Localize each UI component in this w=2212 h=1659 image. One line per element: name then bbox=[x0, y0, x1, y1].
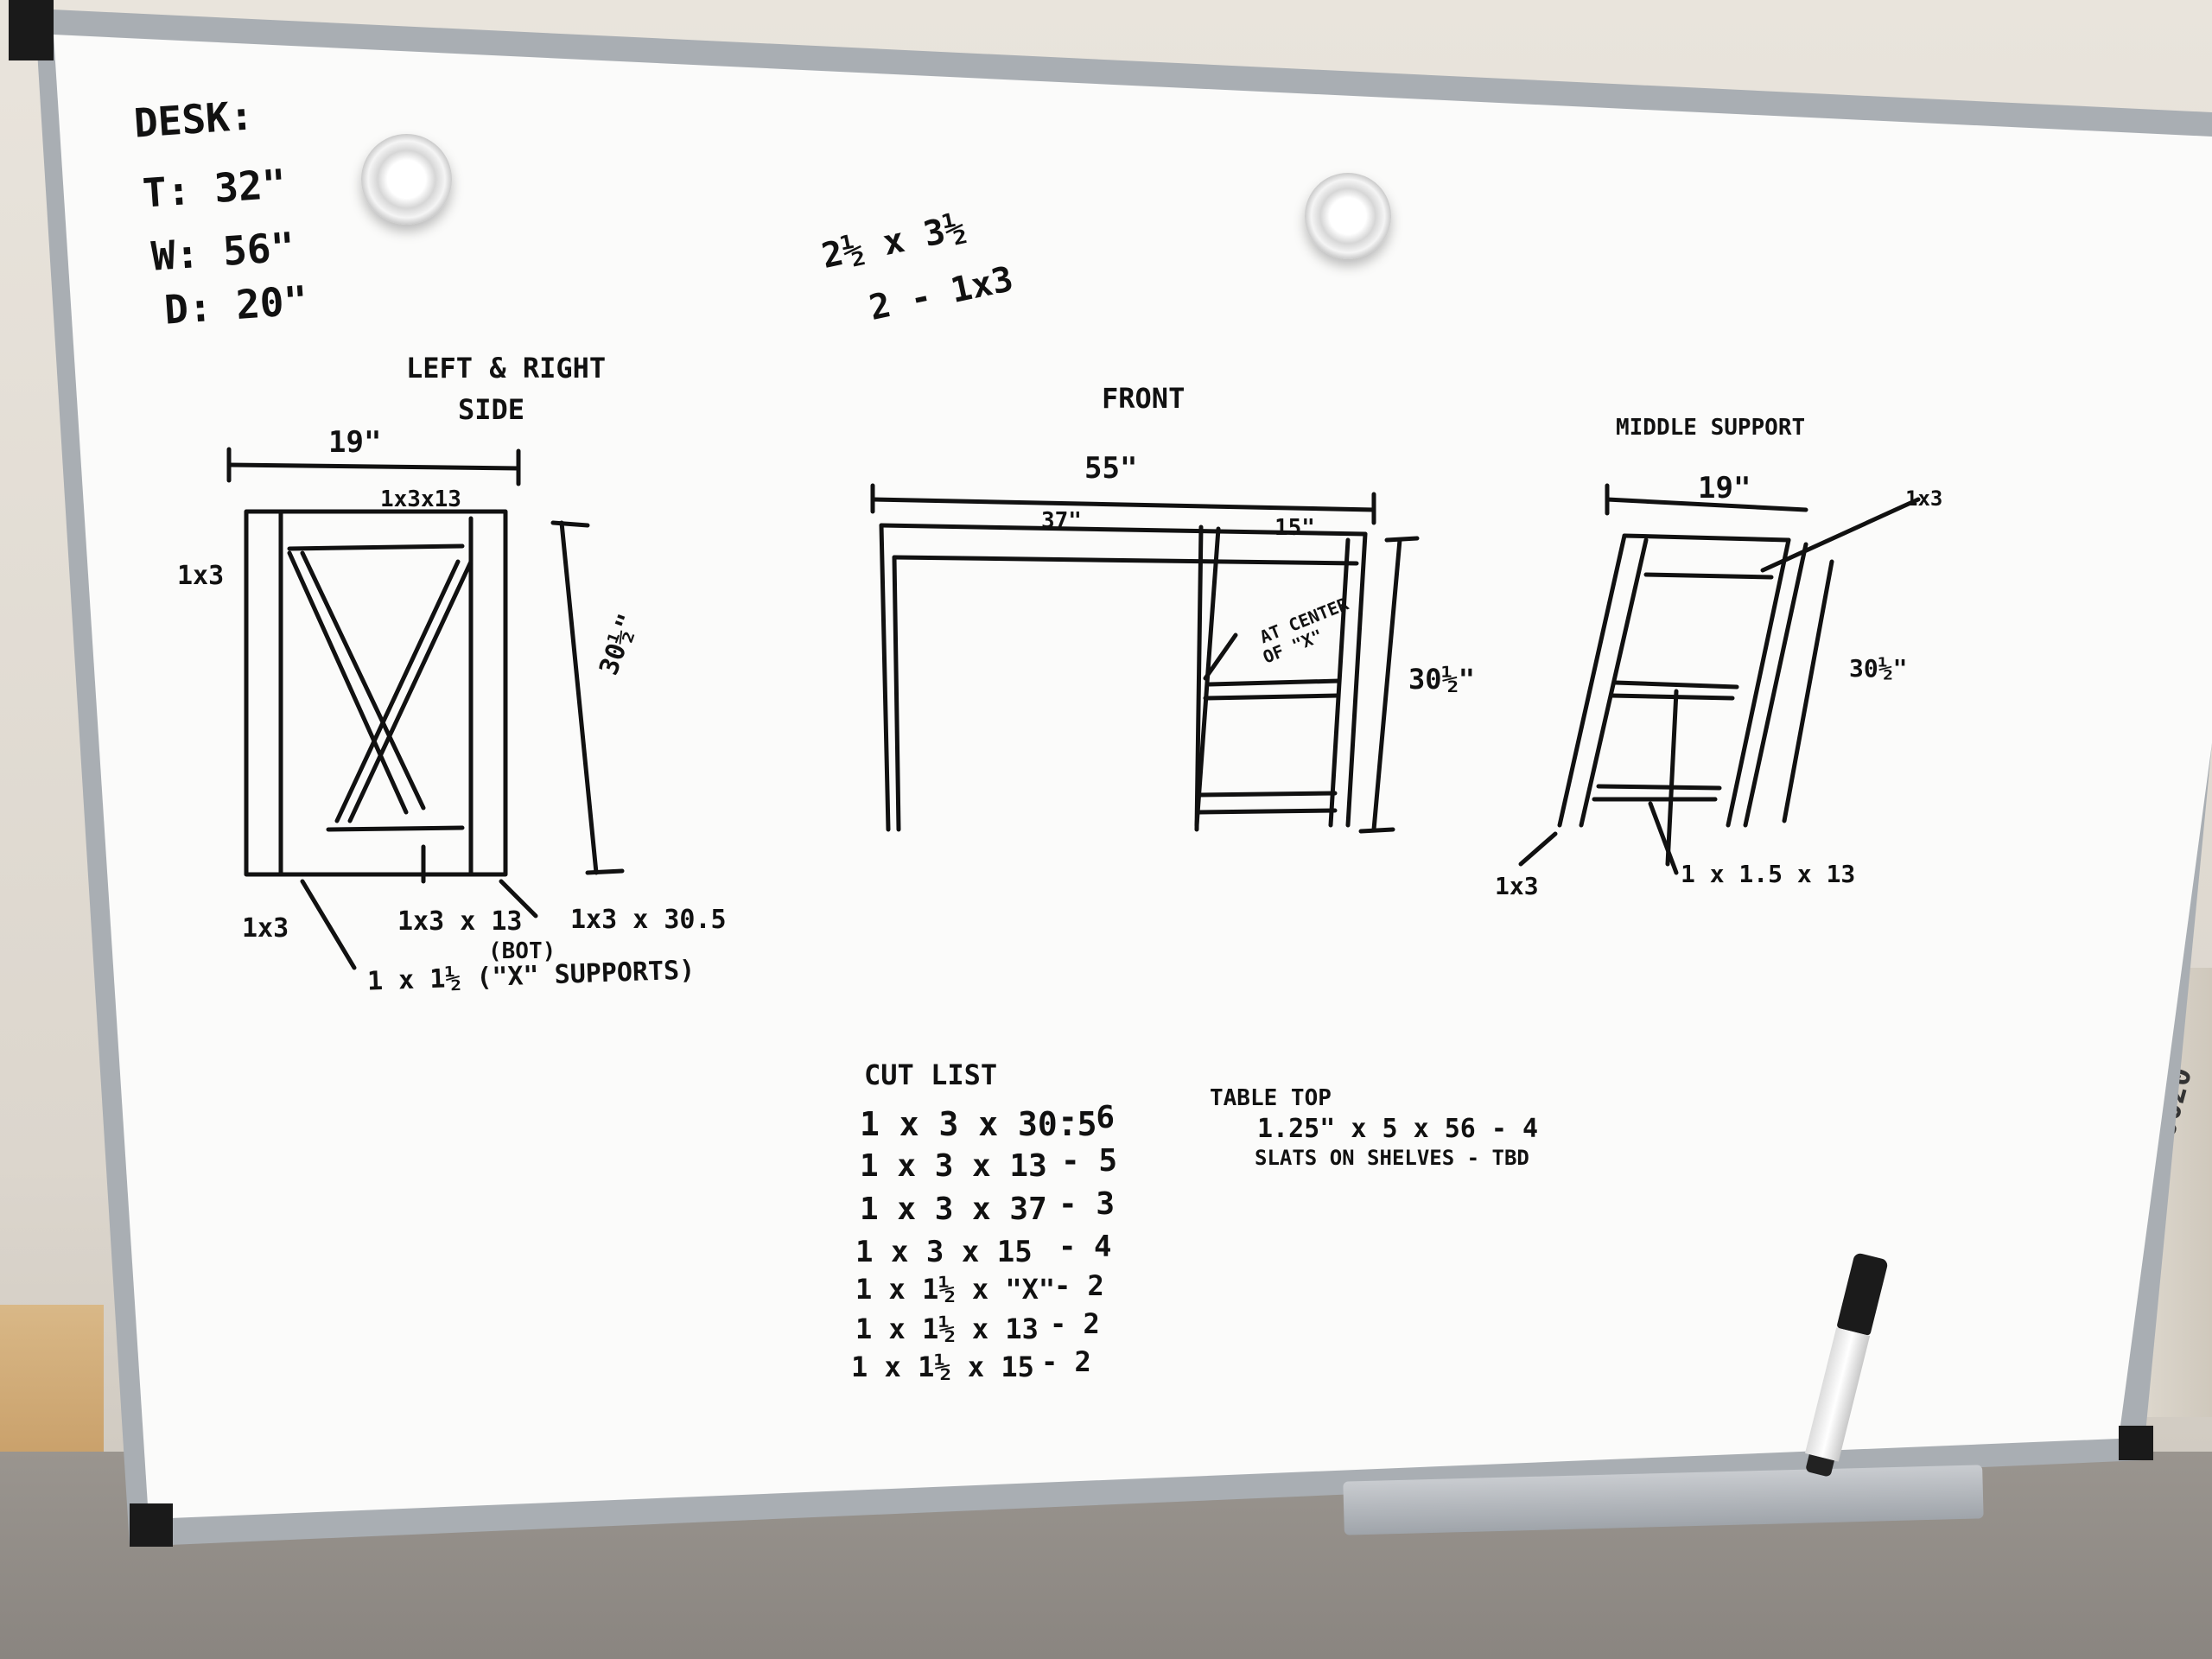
side-left-stile-bottom-label: 1x3 bbox=[242, 913, 289, 944]
table-top-line2: SLATS ON SHELVES - TBD bbox=[1255, 1146, 1529, 1170]
frame-corner bbox=[2119, 1426, 2153, 1460]
cut-list-part: 1 x 3 x 15 bbox=[855, 1235, 1033, 1269]
front-height-dim: 30½" bbox=[1408, 663, 1476, 696]
cut-list-part: 1 x 1½ x 13 bbox=[855, 1313, 1039, 1345]
side-left-stile-top-label: 1x3 bbox=[177, 561, 225, 591]
magnet-right bbox=[1305, 173, 1391, 259]
side-bottom-rail-note: (BOT) bbox=[488, 938, 556, 964]
cut-list-qty: - 6 bbox=[1058, 1100, 1116, 1135]
table-top-line1: 1.25" x 5 x 56 - 4 bbox=[1257, 1114, 1539, 1144]
cut-list-qty: - 2 bbox=[1054, 1269, 1104, 1302]
middle-support-sketch bbox=[1518, 483, 1921, 875]
desk-depth: D: 20" bbox=[162, 276, 309, 334]
desk-height: T: 32" bbox=[141, 160, 288, 217]
cut-list-part: 1 x 3 x 37 bbox=[860, 1192, 1047, 1227]
cut-list-part: 1 x 3 x 30.5 bbox=[860, 1105, 1097, 1143]
side-bottom-rail-label: 1x3 x 13 bbox=[397, 906, 523, 937]
cut-list-part: 1 x 1½ x "X" bbox=[855, 1273, 1056, 1306]
table-top-title: TABLE TOP bbox=[1210, 1085, 1332, 1111]
side-top-rail-label: 1x3x13 bbox=[380, 486, 461, 512]
side-title-line2: SIDE bbox=[458, 393, 525, 426]
middle-width-dim: 19" bbox=[1698, 471, 1751, 505]
front-right-span-dim: 15" bbox=[1274, 515, 1315, 541]
wood-block bbox=[0, 1305, 104, 1460]
cut-list-qty: - 2 bbox=[1050, 1307, 1100, 1340]
front-width-dim: 55" bbox=[1084, 451, 1138, 486]
front-title: FRONT bbox=[1102, 382, 1185, 415]
front-view-sketch bbox=[870, 483, 1420, 834]
desk-title: DESK: bbox=[132, 92, 256, 147]
frame-corner bbox=[9, 0, 54, 60]
cut-list-qty: - 2 bbox=[1041, 1345, 1091, 1378]
side-width-dim: 19" bbox=[328, 425, 382, 460]
middle-top-note: 1x3 bbox=[1905, 486, 1943, 511]
whiteboard-surface bbox=[54, 35, 2212, 1519]
front-left-span-dim: 37" bbox=[1041, 508, 1082, 534]
side-view-sketch bbox=[226, 447, 625, 970]
desk-width: W: 56" bbox=[149, 223, 296, 280]
cut-list-qty: - 4 bbox=[1058, 1230, 1112, 1264]
middle-left-label: 1x3 bbox=[1495, 872, 1539, 900]
side-right-stile-label: 1x3 x 30.5 bbox=[570, 905, 727, 935]
middle-title: MIDDLE SUPPORT bbox=[1616, 415, 1806, 441]
cut-list-qty: - 5 bbox=[1061, 1143, 1118, 1179]
side-title-line1: LEFT & RIGHT bbox=[406, 352, 607, 385]
middle-slat-label: 1 x 1.5 x 13 bbox=[1681, 860, 1856, 888]
cut-list-title: CUT LIST bbox=[864, 1058, 998, 1091]
cut-list-part: 1 x 1½ x 15 bbox=[851, 1351, 1034, 1383]
frame-corner bbox=[130, 1503, 173, 1547]
magnet-left bbox=[361, 134, 452, 225]
cut-list-qty: - 3 bbox=[1058, 1186, 1116, 1222]
cut-list-part: 1 x 3 x 13 bbox=[860, 1148, 1047, 1184]
middle-height-dim: 30½" bbox=[1849, 654, 1908, 683]
